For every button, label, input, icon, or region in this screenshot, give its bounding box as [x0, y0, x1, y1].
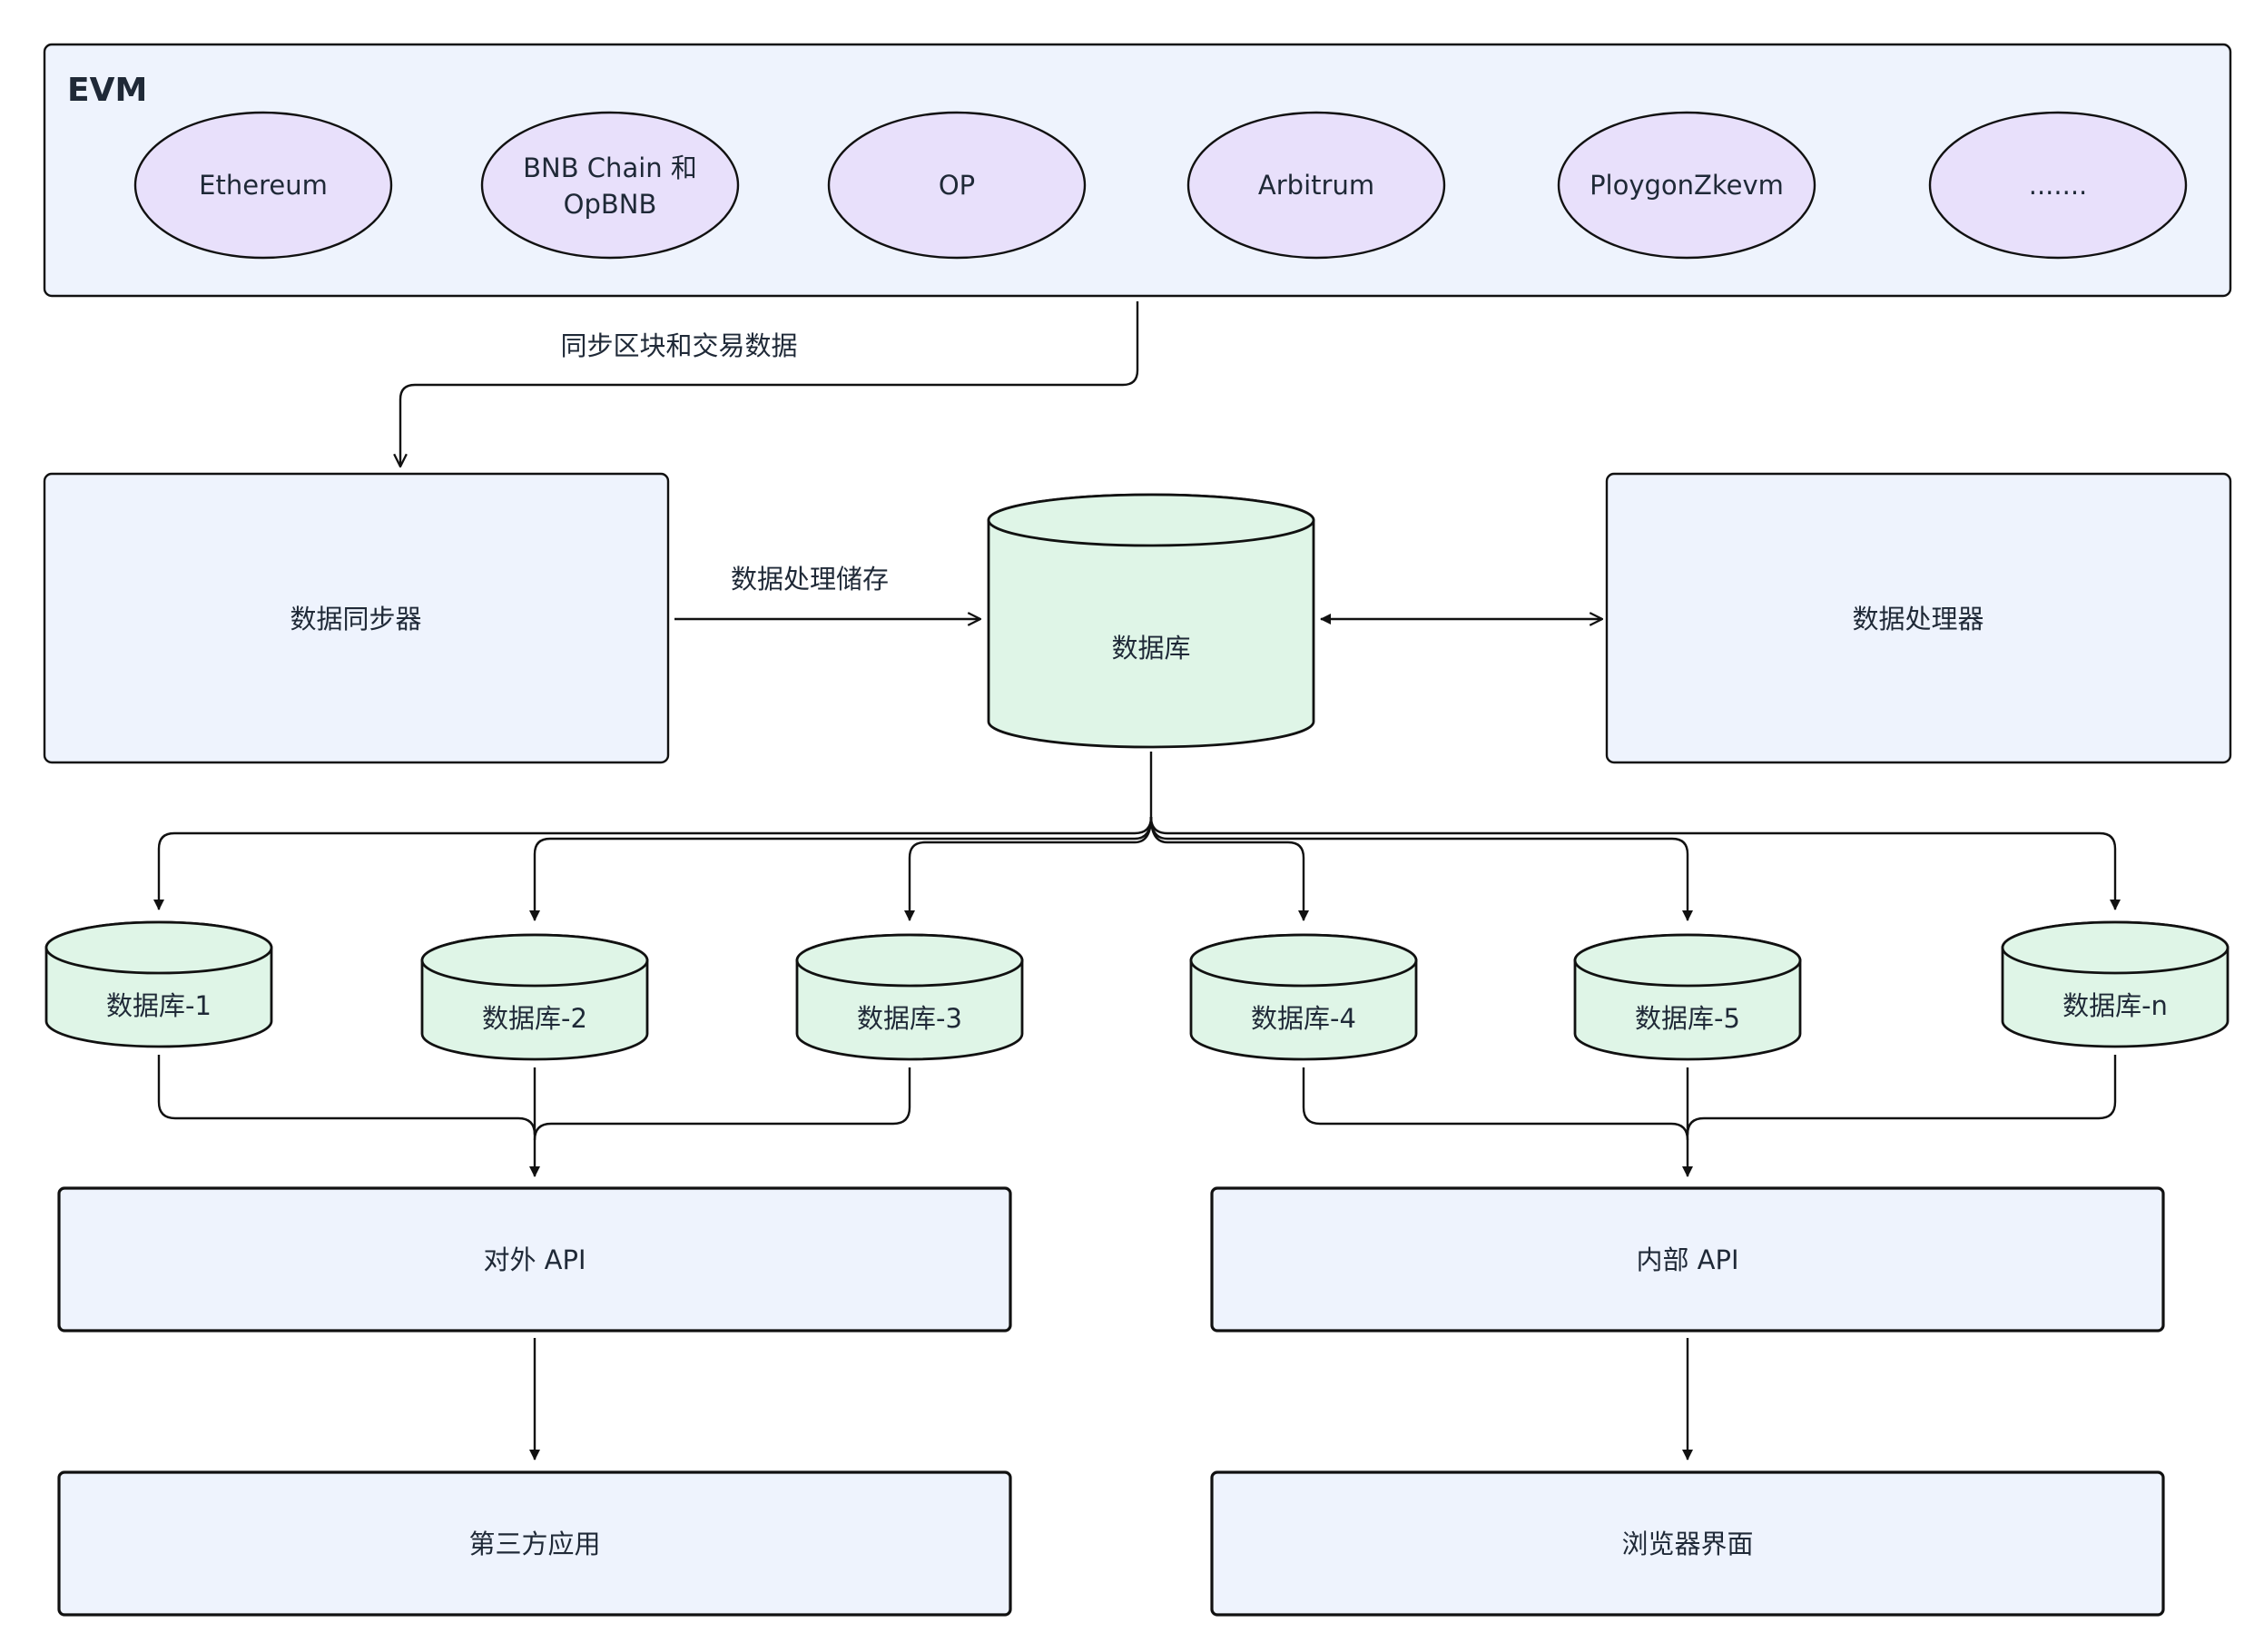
fanout-edges [153, 752, 2121, 921]
syncer-node: 数据同步器 [43, 472, 670, 764]
shard-label: 数据库-3 [857, 1003, 962, 1034]
shard-label: 数据库-1 [106, 990, 212, 1021]
shard-label: 数据库-2 [482, 1003, 587, 1034]
sync-edge-label: 同步区块和交易数据 [560, 330, 797, 361]
main-database-label: 数据库 [1111, 633, 1190, 664]
third-party-label: 第三方应用 [468, 1529, 600, 1559]
shard-database-2: 数据库-2 [420, 933, 649, 1061]
chain-label: Arbitrum [1258, 170, 1374, 201]
evm-title: EVM [67, 72, 147, 109]
chain-label: PloygonZkevm [1590, 170, 1784, 201]
store-edge-label: 数据处理储存 [731, 564, 889, 595]
public-api-label: 对外 API [483, 1244, 586, 1275]
shard-database-5: 数据库-5 [1573, 933, 1802, 1061]
third-party-node: 第三方应用 [57, 1470, 1012, 1617]
chain-arbitrum: Arbitrum [1186, 111, 1446, 260]
merge-edges-public [157, 1055, 911, 1177]
sync-edge [400, 301, 1139, 467]
chain-bnb-opbnb: BNB Chain 和 OpBNB [480, 111, 740, 260]
shard-database-n: 数据库-n [2001, 920, 2230, 1048]
shard-label: 数据库-n [2062, 990, 2168, 1021]
browser-node: 浏览器界面 [1210, 1470, 2165, 1617]
chain-more: ....... [1928, 111, 2188, 260]
shard-database-1: 数据库-1 [44, 920, 273, 1048]
chain-label: Ethereum [199, 170, 328, 201]
internal-api-node: 内部 API [1210, 1186, 2165, 1332]
chain-op: OP [827, 111, 1087, 260]
shard-database-3: 数据库-3 [795, 933, 1024, 1061]
merge-edges-internal [1302, 1055, 2117, 1177]
syncer-label: 数据同步器 [290, 604, 421, 634]
public-api-node: 对外 API [57, 1186, 1012, 1332]
processor-label: 数据处理器 [1852, 604, 1983, 634]
main-database: 数据库 [987, 493, 1315, 749]
shard-label: 数据库-4 [1251, 1003, 1356, 1034]
browser-label: 浏览器界面 [1621, 1529, 1753, 1559]
chain-label: OP [939, 170, 975, 201]
processor-node: 数据处理器 [1605, 472, 2232, 764]
chain-label: ....... [2029, 170, 2088, 201]
shard-label: 数据库-5 [1635, 1003, 1740, 1034]
chain-polygon-zkevm: PloygonZkevm [1557, 111, 1816, 260]
chain-ethereum: Ethereum [133, 111, 393, 260]
chain-label-line2: OpBNB [564, 189, 657, 220]
chain-label: BNB Chain 和 [523, 152, 697, 183]
shard-database-4: 数据库-4 [1189, 933, 1418, 1061]
internal-api-label: 内部 API [1636, 1244, 1738, 1275]
